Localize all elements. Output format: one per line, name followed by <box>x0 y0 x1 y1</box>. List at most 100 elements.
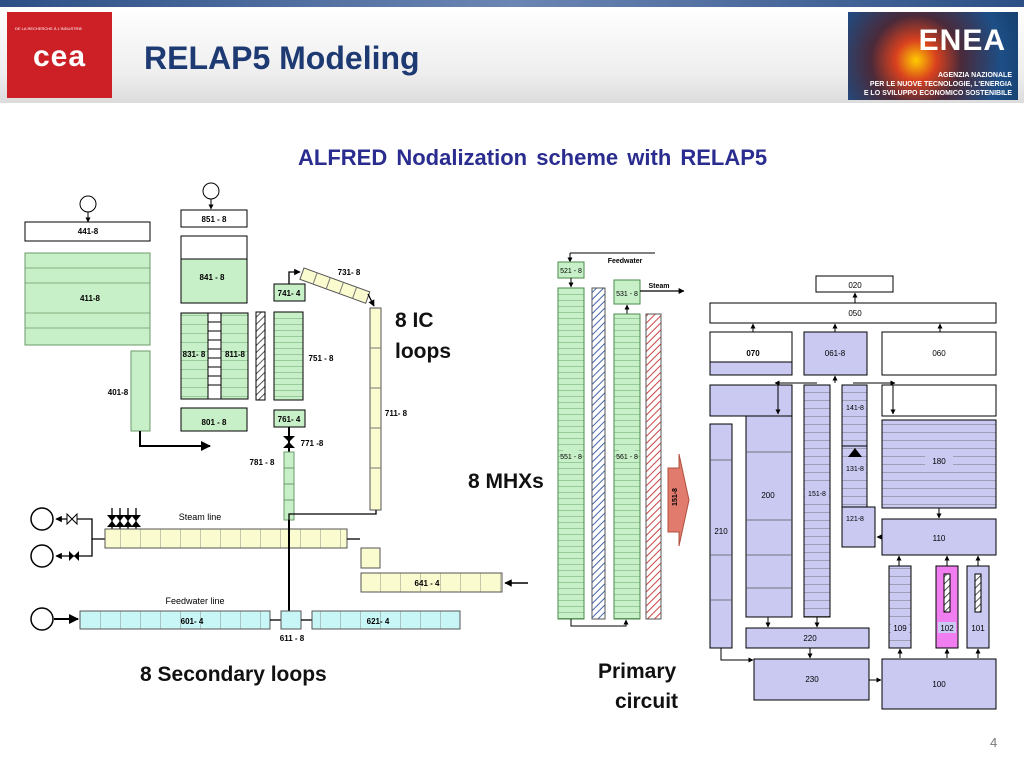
primary-caption-1: Primary <box>598 660 677 683</box>
label-851: 851 - 8 <box>202 215 227 224</box>
label-200: 200 <box>761 491 775 500</box>
mhx-area: Feedwater 521 - 8 551 - 8 531 - 8 Steam … <box>557 252 690 627</box>
component-141 <box>841 384 868 447</box>
label-141: 141-8 <box>846 405 864 412</box>
cea-tagline: DE LA RECHERCHE À L'INDUSTRIE <box>15 26 83 31</box>
label-151: 151-8 <box>808 491 826 498</box>
label-121: 121-8 <box>846 516 864 523</box>
label-811: 811-8 <box>225 350 246 359</box>
label-180: 180 <box>932 457 946 466</box>
boundary-circle <box>30 544 54 568</box>
component-811 <box>220 312 249 400</box>
label-831: 831- 8 <box>183 350 206 359</box>
relief-valve-icons <box>107 515 141 521</box>
component-621 <box>311 610 461 630</box>
top-accent-line <box>0 0 1024 7</box>
component-711 <box>369 307 382 511</box>
component-801 <box>180 407 248 432</box>
ic-loops-caption-2: loops <box>395 340 451 363</box>
label-050: 050 <box>848 309 862 318</box>
secondary-loops: 441-8 411-8 401-8 851 - 8 841 - 8 831- 8… <box>24 182 528 643</box>
component-831 <box>180 312 209 400</box>
component-851 <box>180 209 248 228</box>
label-020: 020 <box>848 281 862 290</box>
label-441: 441-8 <box>78 227 99 236</box>
steam-line-pipe <box>104 528 348 549</box>
valve-icon <box>283 436 295 448</box>
label-601: 601- 4 <box>181 617 204 626</box>
steam-label: Steam <box>648 283 669 290</box>
label-151-mhx: 151-8 <box>672 488 679 506</box>
component-060 <box>881 331 997 376</box>
component-230 <box>753 658 870 701</box>
page-number: 4 <box>990 735 998 750</box>
component-110 <box>881 518 997 556</box>
label-220: 220 <box>803 634 817 643</box>
enea-line-3: E LO SVILUPPO ECONOMICO SOSTENIBILE <box>863 90 1012 97</box>
label-061: 061-8 <box>825 349 846 358</box>
boundary-circle <box>202 182 220 200</box>
enea-wordmark: ENEA <box>918 24 1006 57</box>
component-151-arrow <box>667 453 690 547</box>
secondary-loops-caption: 8 Secondary loops <box>140 663 327 686</box>
label-230: 230 <box>805 675 819 684</box>
valve-icon <box>69 551 79 561</box>
label-070: 070 <box>746 349 760 358</box>
component-061 <box>803 331 868 376</box>
label-531: 531 - 8 <box>616 291 638 298</box>
component-441 <box>24 221 151 242</box>
label-101: 101 <box>971 624 985 633</box>
ic-loops-caption-1: 8 IC <box>395 309 434 332</box>
heat-structure <box>255 311 266 401</box>
component-641 <box>360 572 503 593</box>
label-711: 711- 8 <box>385 409 408 418</box>
label-131: 131-8 <box>846 466 864 473</box>
component-751 <box>273 311 304 401</box>
label-741: 741- 4 <box>278 289 301 298</box>
label-841: 841 - 8 <box>200 273 225 282</box>
feedwater-line-label: Feedwater line <box>165 596 224 606</box>
label-621: 621- 4 <box>367 617 390 626</box>
component-109 <box>888 565 912 649</box>
cea-wordmark: cea <box>32 40 87 73</box>
component-210 <box>709 423 733 649</box>
component-steam-junction <box>360 547 381 569</box>
steam-line-label: Steam line <box>179 512 222 522</box>
component-561 <box>613 313 641 620</box>
mhx-caption: 8 MHXs <box>468 470 544 493</box>
label-109: 109 <box>893 624 907 633</box>
component-100 <box>881 658 997 710</box>
component-020 <box>815 275 894 293</box>
valve-icon <box>66 512 78 526</box>
cea-logo: DE LA RECHERCHE À L'INDUSTRIE cea <box>7 12 112 98</box>
boundary-circle <box>79 195 97 213</box>
component-781 <box>283 451 295 521</box>
label-100: 100 <box>932 680 946 689</box>
diagram-subtitle: ALFRED Nodalization scheme with RELAP5 <box>298 145 768 170</box>
component-151 <box>803 384 831 618</box>
component-upper-plenum <box>709 384 793 417</box>
component-200 <box>745 415 793 618</box>
boundary-circle <box>30 607 54 631</box>
component-531 <box>613 279 641 305</box>
label-801: 801 - 8 <box>202 418 227 427</box>
label-210: 210 <box>714 527 728 536</box>
label-761: 761- 4 <box>278 415 301 424</box>
pump-icon <box>848 448 862 457</box>
label-561: 561 - 8 <box>616 454 638 461</box>
enea-line-1: AGENZIA NAZIONALE <box>937 72 1012 79</box>
component-220 <box>745 627 870 649</box>
label-102: 102 <box>940 624 954 633</box>
label-551: 551 - 8 <box>560 454 582 461</box>
label-401: 401-8 <box>108 388 129 397</box>
enea-logo: ENEA AGENZIA NAZIONALE PER LE NUOVE TECN… <box>848 12 1018 100</box>
enea-line-2: PER LE NUOVE TECNOLOGIE, L'ENERGIA <box>869 81 1012 88</box>
component-601 <box>79 610 271 630</box>
primary-circuit: 020 050 070 061-8 060 180 141-8 131-8 12… <box>709 275 997 710</box>
label-731: 731- 8 <box>338 268 361 277</box>
label-521: 521 - 8 <box>560 268 582 275</box>
label-060: 060 <box>932 349 946 358</box>
label-771: 771 -8 <box>301 439 324 448</box>
page-title: RELAP5 Modeling <box>144 40 420 76</box>
